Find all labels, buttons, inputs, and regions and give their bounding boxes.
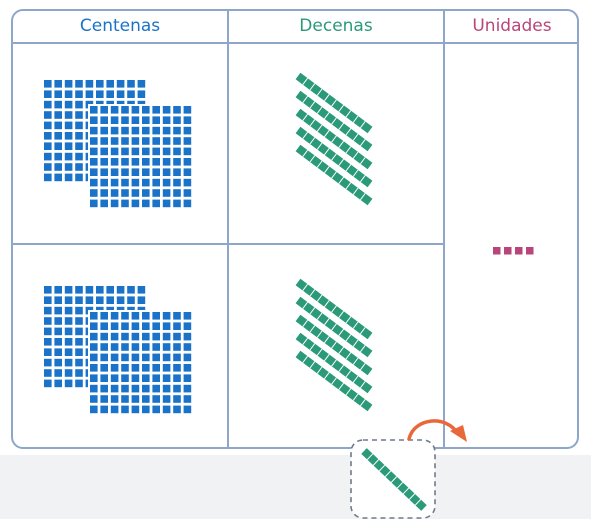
unit-cube	[504, 247, 512, 255]
unit-cube	[526, 247, 534, 255]
hundreds-blocks-layer	[42, 78, 194, 416]
unit-cube	[515, 247, 523, 255]
curved-arrow-icon	[409, 421, 467, 442]
unit-cube	[493, 247, 501, 255]
hundred-flat	[88, 104, 194, 210]
tens-rods-layer	[298, 76, 370, 408]
hundred-flat	[88, 310, 194, 416]
unit-cubes-layer	[493, 247, 534, 255]
